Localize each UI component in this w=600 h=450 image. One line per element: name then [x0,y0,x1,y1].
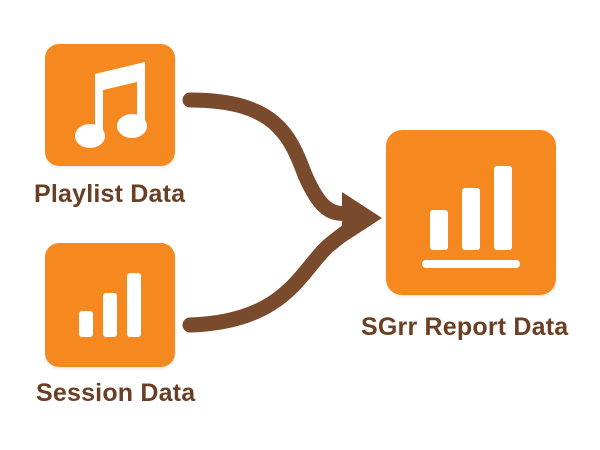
arrow-session-to-report [182,220,360,333]
session-data-tile [45,243,175,367]
playlist-data-tile [45,44,175,166]
report-data-tile [386,130,556,295]
arrow-playlist-to-report [182,92,360,221]
music-note-icon [75,62,147,148]
playlist-data-label: Playlist Data [34,180,186,208]
report-data-label: SGrr Report Data [361,313,569,341]
session-data-label: Session Data [36,379,196,407]
bar-chart-icon [79,273,141,337]
arrow-head-icon [342,192,382,244]
bar-chart-baseline-icon [422,166,520,268]
